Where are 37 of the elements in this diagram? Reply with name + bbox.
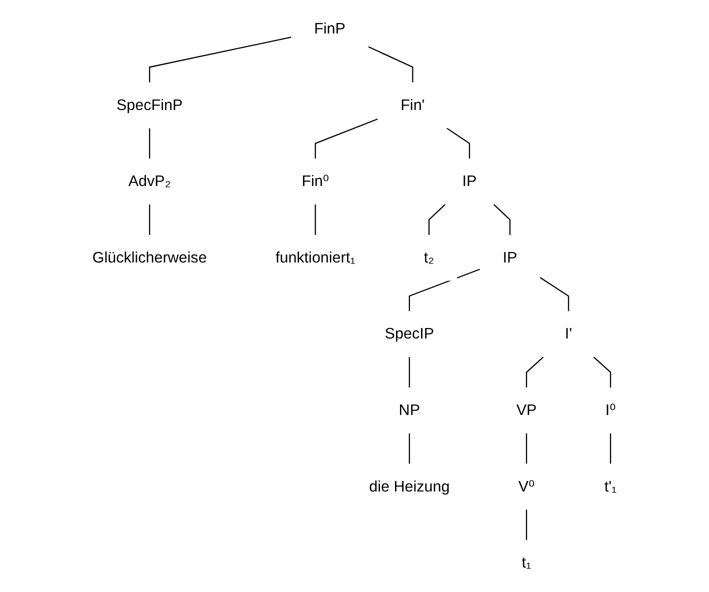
connector xyxy=(526,356,544,388)
connector xyxy=(368,46,414,82)
connector xyxy=(149,204,150,235)
node-text: NP xyxy=(398,402,420,419)
node-text: Fin⁰ xyxy=(302,173,330,190)
node-text: t'₁ xyxy=(604,478,617,496)
connector xyxy=(610,433,612,464)
node-text: IP xyxy=(462,173,477,190)
node-text: Glücklicherweise xyxy=(92,249,207,266)
node-text: I⁰ xyxy=(605,402,616,419)
connector xyxy=(446,128,470,159)
node-text: die Heizung xyxy=(369,478,450,496)
connector xyxy=(526,433,528,464)
node-text: t₁ xyxy=(522,554,532,572)
connector xyxy=(593,356,612,388)
node-text: FinP xyxy=(314,20,346,38)
node-text: VP xyxy=(516,402,537,419)
connector xyxy=(408,357,410,388)
connector xyxy=(149,128,150,159)
node-text: IP xyxy=(502,249,518,266)
node-text: Fin' xyxy=(400,96,425,114)
node-text: funktioniert₁ xyxy=(275,249,356,266)
node-text: I' xyxy=(564,326,572,343)
connector xyxy=(408,268,480,312)
connector xyxy=(526,510,528,540)
connector xyxy=(493,204,511,235)
connector xyxy=(149,36,292,82)
connector xyxy=(408,433,410,464)
node-text: t₂ xyxy=(424,249,434,266)
node-text: AdvP₂ xyxy=(128,173,171,190)
connector xyxy=(540,276,570,312)
connector xyxy=(314,204,316,235)
node-text: SpecFinP xyxy=(116,96,183,114)
connector xyxy=(314,118,378,159)
connector xyxy=(428,204,446,235)
node-text: V⁰ xyxy=(518,478,535,496)
node-text: SpecIP xyxy=(384,326,434,343)
